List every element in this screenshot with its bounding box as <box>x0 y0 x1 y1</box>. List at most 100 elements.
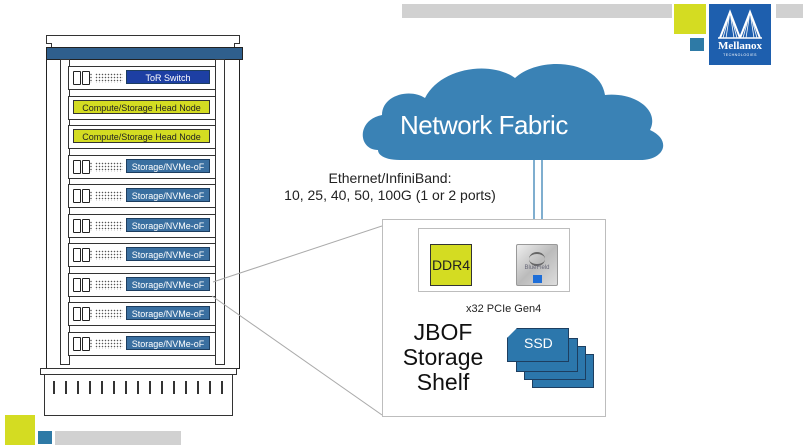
led-icon <box>90 191 92 201</box>
led-icon <box>90 220 92 231</box>
drive-bay-icon <box>73 218 81 233</box>
rack-foot-vent <box>221 381 223 394</box>
jbof-title: JBOF Storage Shelf <box>402 319 484 395</box>
vent-icon <box>95 309 123 319</box>
rack-unit: Storage/NVMe-oF <box>68 331 216 356</box>
rack-unit: Compute/Storage Head Node <box>68 125 216 149</box>
zoom-line-upper <box>212 225 383 283</box>
vent-icon <box>95 220 123 231</box>
network-fabric-cloud <box>362 63 664 160</box>
rack-unit: ToR Switch <box>68 66 216 90</box>
link-protocol: Ethernet/InfiniBand: <box>328 170 452 186</box>
chip-icon <box>529 252 545 266</box>
rack-unit: Storage/NVMe-oF <box>68 213 216 238</box>
vent-icon <box>95 279 123 290</box>
pcie-label: x32 PCIe Gen4 <box>466 303 542 315</box>
rack-unit-label: Storage/NVMe-oF <box>126 217 210 232</box>
rack-base <box>40 368 237 375</box>
zoom-line-lower <box>211 295 383 416</box>
vent-icon <box>95 191 123 201</box>
drive-bay-icon <box>82 307 90 321</box>
led-icon <box>90 73 92 83</box>
rack-unit-label: Compute/Storage Head Node <box>73 129 210 143</box>
drive-bay-icon <box>82 71 90 85</box>
drive-bay-icon <box>82 159 90 174</box>
cloud-label: Network Fabric <box>400 110 568 140</box>
vent-icon <box>95 250 123 260</box>
rack-unit-label: Storage/NVMe-oF <box>126 306 210 320</box>
yellow-square-bottom <box>5 415 35 445</box>
drive-bay-icon <box>82 218 90 233</box>
link-description: Ethernet/InfiniBand: 10, 25, 40, 50, 100… <box>260 170 520 204</box>
rack-foot-vent <box>137 381 139 394</box>
blue-square <box>690 38 704 51</box>
rack-unit: Storage/NVMe-oF <box>68 243 216 267</box>
rack-unit: Storage/NVMe-oF <box>68 272 216 297</box>
chip-label: BlueField <box>524 265 550 271</box>
rack-feet <box>44 375 233 416</box>
rack-unit-label: Storage/NVMe-oF <box>126 335 210 350</box>
drive-bay-icon <box>73 336 81 351</box>
mellanox-logo: Mellanox TECHNOLOGIES <box>709 4 771 65</box>
mellanox-mini-logo-icon <box>533 275 542 283</box>
rack-unit-label: Storage/NVMe-oF <box>126 276 210 291</box>
rack-foot-vent <box>101 381 103 394</box>
yellow-square <box>674 4 706 34</box>
rack-unit: Storage/NVMe-oF <box>68 184 216 208</box>
brand-name: Mellanox <box>718 40 762 52</box>
rack-unit-label: Compute/Storage Head Node <box>73 99 210 114</box>
led-icon <box>90 338 92 349</box>
drive-bay-icon <box>82 336 90 351</box>
rack-unit-label: Storage/NVMe-oF <box>126 158 210 173</box>
blue-square-bottom <box>38 431 52 444</box>
vent-icon <box>95 161 123 172</box>
rack-rail-right <box>215 59 225 365</box>
ssd-stack-1 <box>507 328 569 362</box>
drive-bay-icon <box>82 189 90 203</box>
drive-bay-icon <box>73 307 81 321</box>
rack-foot-vent <box>89 381 91 394</box>
vent-icon <box>95 338 123 349</box>
rack-foot-vent <box>125 381 127 394</box>
bluefield-chip: BlueField <box>516 244 558 286</box>
drive-bay-icon <box>73 189 81 203</box>
rack-unit-label: Storage/NVMe-oF <box>126 188 210 202</box>
led-icon <box>90 279 92 290</box>
rack-foot-vent <box>77 381 79 394</box>
led-icon <box>90 250 92 260</box>
rack-foot-vent <box>173 381 175 394</box>
rack-foot-vent <box>185 381 187 394</box>
drive-bay-icon <box>73 248 81 262</box>
top-gray-bar <box>402 4 672 18</box>
rack-foot-vent <box>161 381 163 394</box>
ddr4-memory: DDR4 <box>430 244 472 286</box>
rack-unit-label: Storage/NVMe-oF <box>126 247 210 261</box>
rack-foot-vent <box>197 381 199 394</box>
rack-foot-vent <box>113 381 115 394</box>
link-speeds: 10, 25, 40, 50, 100G (1 or 2 ports) <box>284 187 496 203</box>
rack-header-strip <box>46 47 243 60</box>
bridge-icon <box>718 9 762 39</box>
rack-rail-left <box>60 59 70 365</box>
ssd-label: SSD <box>524 335 553 351</box>
rack-unit: Storage/NVMe-oF <box>68 302 216 326</box>
brand-tagline: TECHNOLOGIES <box>723 53 757 57</box>
rack-foot-vent <box>53 381 55 394</box>
led-icon <box>90 161 92 172</box>
drive-bay-icon <box>73 159 81 174</box>
drive-bay-icon <box>73 277 81 292</box>
rack-foot-vent <box>65 381 67 394</box>
vent-icon <box>95 73 123 83</box>
rack-foot-vent <box>149 381 151 394</box>
top-gray-bar-right <box>776 4 803 18</box>
rack-unit-label: ToR Switch <box>126 70 210 84</box>
drive-bay-icon <box>82 277 90 292</box>
led-icon <box>90 309 92 319</box>
rack-unit: Compute/Storage Head Node <box>68 95 216 120</box>
rack-unit: Storage/NVMe-oF <box>68 154 216 179</box>
drive-bay-icon <box>73 71 81 85</box>
drive-bay-icon <box>82 248 90 262</box>
bottom-gray-bar <box>55 431 181 445</box>
rack-foot-vent <box>209 381 211 394</box>
